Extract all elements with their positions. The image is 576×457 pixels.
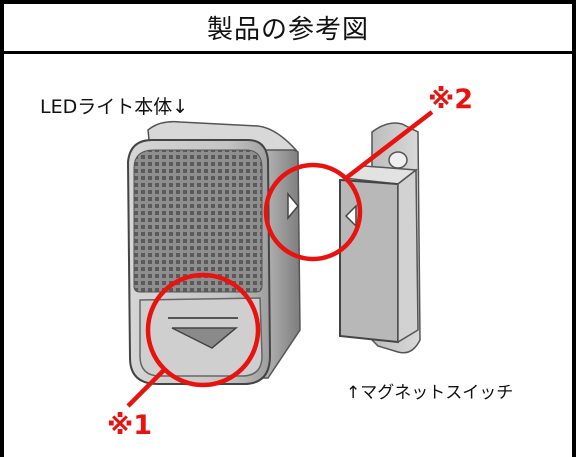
header-bar: 製品の参考図 bbox=[4, 4, 572, 54]
magnet-switch-label: ↑マグネットスイッチ bbox=[346, 383, 514, 403]
magnet-switch bbox=[339, 122, 421, 354]
marker-2: ※2 bbox=[428, 84, 474, 115]
callout-1 bbox=[126, 272, 261, 408]
led-light-body-label: LEDライト本体↓ bbox=[40, 96, 189, 118]
marker-1: ※1 bbox=[107, 410, 153, 441]
callout-2 bbox=[263, 110, 434, 262]
page-title: 製品の参考図 bbox=[206, 15, 369, 45]
led-light-body bbox=[126, 120, 301, 385]
